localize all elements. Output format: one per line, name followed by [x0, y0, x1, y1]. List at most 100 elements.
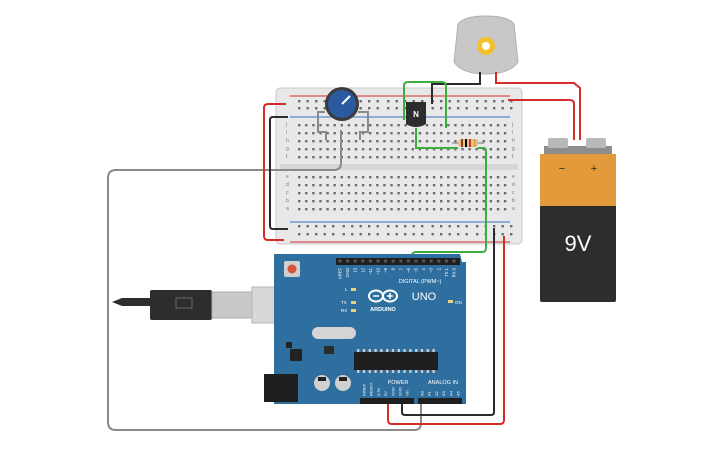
- top-pin-label: ~9: [383, 267, 388, 272]
- header-pin[interactable]: [422, 259, 426, 263]
- resistor-band-tolerance: [474, 139, 476, 147]
- usb-cable[interactable]: [112, 286, 293, 324]
- rail-hole: [395, 233, 398, 236]
- breadboard-hole: [425, 192, 429, 195]
- breadboard-hole: [390, 184, 393, 187]
- wire-motor-to-battery-positive[interactable]: [495, 78, 581, 140]
- analog-pin-label: A4: [448, 390, 453, 396]
- chip-pin: [374, 349, 377, 352]
- rail-hole: [376, 107, 379, 110]
- header-pin[interactable]: [376, 259, 380, 263]
- header-pin[interactable]: [452, 259, 456, 263]
- wire-rail-negative-link[interactable]: [269, 116, 288, 230]
- wire-transistor-loop[interactable]: [403, 81, 447, 128]
- breadboard-hole: [383, 156, 386, 159]
- resistor[interactable]: [452, 139, 484, 147]
- breadboard-hole: [447, 200, 450, 203]
- top-pin-label: ~5: [414, 267, 419, 272]
- small-ic: [324, 346, 334, 354]
- rail-hole: [359, 225, 362, 228]
- header-pin[interactable]: [353, 259, 357, 263]
- row-letter: b: [512, 198, 515, 204]
- header-pin[interactable]: [361, 259, 365, 263]
- breadboard-hole: [489, 184, 493, 187]
- rail-hole: [404, 107, 407, 110]
- battery-9v[interactable]: − + 9V: [540, 138, 616, 302]
- breadboard-hole: [454, 192, 457, 195]
- header-pin[interactable]: [406, 259, 410, 263]
- breadboard-hole: [376, 156, 379, 159]
- battery-top-cap: [544, 146, 612, 154]
- header-pin[interactable]: [437, 259, 441, 263]
- potentiometer-indicator: [341, 95, 351, 105]
- transistor[interactable]: N: [406, 102, 426, 127]
- battery-label-band: [540, 154, 616, 206]
- wire-rail-to-5v[interactable]: [387, 236, 505, 425]
- header-pin[interactable]: [368, 259, 372, 263]
- breadboard-hole: [404, 148, 407, 151]
- breadboard-hole: [397, 132, 400, 135]
- breadboard-hole: [425, 156, 429, 159]
- breadboard-hole: [376, 140, 379, 143]
- rail-hole: [351, 225, 354, 228]
- header-pin[interactable]: [384, 259, 388, 263]
- rail-hole: [368, 225, 371, 228]
- row-letter: f: [286, 154, 288, 160]
- breadboard-hole: [411, 200, 414, 203]
- header-pin[interactable]: [444, 259, 448, 263]
- chip-pin: [397, 349, 400, 352]
- breadboard-hole: [347, 124, 351, 127]
- breadboard-hole: [347, 200, 351, 203]
- top-pin-label: AREF: [338, 268, 343, 280]
- potentiometer[interactable]: [325, 87, 359, 121]
- breadboard-hole: [354, 176, 358, 179]
- chip-pin: [368, 349, 371, 352]
- breadboard-hole: [482, 176, 485, 179]
- breadboard-hole: [326, 132, 329, 135]
- arduino-model-label: UNO: [412, 291, 437, 303]
- chip-pin: [409, 370, 412, 373]
- wire-motor-to-transistor[interactable]: [431, 78, 481, 104]
- breadboard-hole: [361, 192, 365, 195]
- header-pin[interactable]: [346, 259, 350, 263]
- breadboard-hole: [319, 148, 322, 151]
- breadboard-hole: [333, 176, 336, 179]
- breadboard-hole: [440, 132, 443, 135]
- header-pin[interactable]: [399, 259, 403, 263]
- header-pin[interactable]: [414, 259, 418, 263]
- rail-hole: [421, 100, 424, 103]
- row-letter: h: [286, 138, 289, 144]
- breadboard-hole: [447, 192, 450, 195]
- dc-motor[interactable]: [453, 15, 519, 80]
- header-pin[interactable]: [391, 259, 395, 263]
- reset-button-cap[interactable]: [287, 264, 297, 274]
- breadboard-hole: [496, 124, 500, 127]
- breadboard-hole: [432, 124, 436, 127]
- wire-resistor-to-pin9[interactable]: [411, 147, 487, 262]
- breadboard-hole: [503, 200, 507, 203]
- breadboard-hole: [383, 184, 386, 187]
- wire-rail-to-battery[interactable]: [508, 99, 575, 140]
- rail-hole: [323, 107, 326, 110]
- row-letter: c: [512, 190, 515, 196]
- rail-hole: [465, 100, 468, 103]
- wire-rail-positive-link[interactable]: [263, 103, 286, 241]
- header-pin[interactable]: [429, 259, 433, 263]
- wire-pot-wiper-to-a0[interactable]: [107, 130, 422, 431]
- breadboard-hole: [383, 200, 386, 203]
- breadboard-hole: [411, 192, 414, 195]
- power-pin-label: IOREF: [362, 383, 367, 396]
- wire-transistor-base-to-resistor[interactable]: [415, 128, 458, 149]
- breadboard-hole: [390, 124, 393, 127]
- breadboard-hole: [347, 132, 351, 135]
- wire-rail-to-gnd[interactable]: [401, 228, 495, 416]
- rail-hole: [404, 100, 407, 103]
- rail-hole: [457, 100, 460, 103]
- breadboard-hole: [482, 156, 485, 159]
- breadboard-hole: [333, 156, 336, 159]
- row-letter: f: [512, 154, 514, 160]
- header-pin[interactable]: [338, 259, 342, 263]
- breadboard-hole: [404, 124, 407, 127]
- breadboard-hole: [418, 132, 422, 135]
